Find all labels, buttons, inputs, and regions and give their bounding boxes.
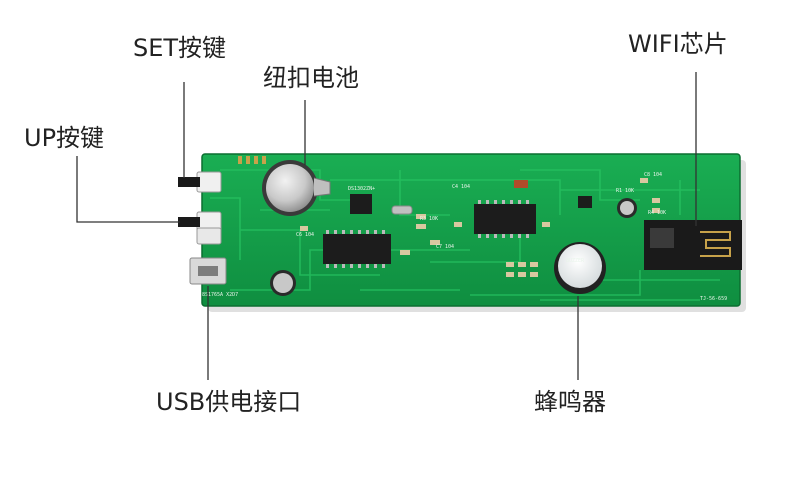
driver-ic-left [323, 230, 391, 268]
leader-up [76, 156, 180, 223]
silk-r1: R1 10K [616, 188, 634, 194]
electrolytic-cap-left [270, 270, 296, 296]
label-set-button: SET按键 [133, 34, 227, 62]
label-up-button: UP按键 [24, 124, 105, 152]
set-tact-switch [178, 171, 222, 193]
silk-c4: C4 104 [452, 184, 470, 190]
pin-header-top [238, 156, 266, 164]
label-coin-battery: 纽扣电池 [263, 64, 359, 92]
electrolytic-cap-right [617, 198, 637, 218]
buzzer-component [554, 242, 606, 294]
smd-components [300, 178, 660, 277]
label-wifi-chip: WIFI芯片 [628, 30, 728, 58]
wifi-module [644, 220, 742, 270]
silk-c7: C7 104 [436, 244, 454, 250]
silk-r4: R4 10K [648, 210, 666, 216]
silk-board-id: TJ-56-659 [700, 296, 727, 302]
transistor [578, 196, 592, 208]
led [514, 180, 528, 188]
silk-buzzer: BUZZER [566, 258, 585, 264]
usb-connector [189, 257, 227, 285]
crystal [391, 205, 413, 215]
label-usb-power: USB供电接口 [156, 388, 302, 416]
ds1302-ic [350, 194, 372, 214]
label-buzzer: 蜂鸣器 [534, 388, 606, 416]
silk-r3: R3 10K [420, 216, 438, 222]
silk-c6: C6 104 [296, 232, 314, 238]
leader-lines [76, 72, 697, 380]
silk-clock-ic: DS1302ZN+ [348, 186, 375, 192]
third-tact-switch [196, 227, 222, 245]
silk-c8: C8 104 [644, 172, 662, 178]
coin-battery-holder [262, 160, 331, 216]
up-tact-switch [178, 211, 222, 233]
driver-ic-right [474, 200, 536, 238]
silk-power-ic: 8S1765A X2D7 [202, 292, 238, 298]
